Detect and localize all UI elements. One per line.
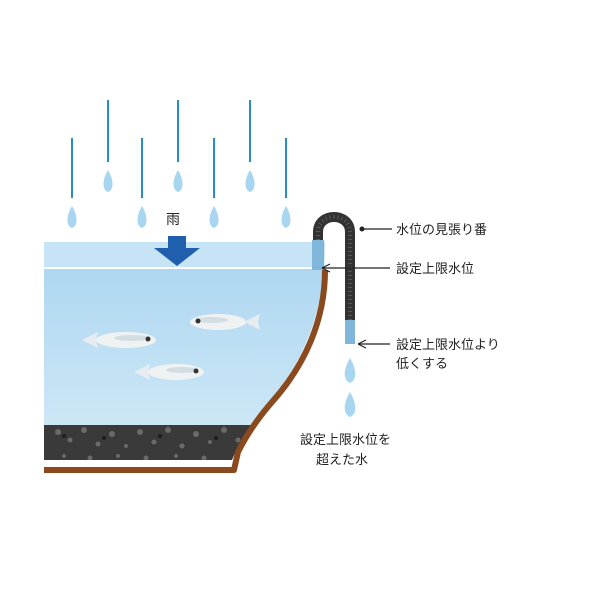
lower-label-line2: 低くする (396, 357, 448, 372)
down-arrow-icon (154, 236, 200, 266)
siphon-pipe (312, 212, 355, 344)
raindrop-icon (344, 392, 356, 417)
overflow-label-line1: 設定上限水位を (300, 432, 391, 448)
fish-icon (82, 332, 156, 348)
raindrop-icon (173, 100, 183, 192)
upper-limit-label: 設定上限水位 (396, 261, 474, 277)
lower-label-line1: 設定上限水位より (396, 337, 500, 353)
overflow-label-line2: 超えた水 (316, 453, 368, 468)
callout-siphon-guard: 水位の見張り番 (359, 223, 487, 238)
raindrop-icon (67, 138, 77, 228)
gravel-bed (44, 425, 304, 460)
bowl-wall (44, 269, 328, 473)
callout-upper-limit: 設定上限水位 (321, 261, 474, 277)
fish-icon (190, 314, 260, 330)
raindrop-icon (209, 138, 219, 228)
raindrop-icon (137, 138, 147, 228)
callout-lower: 設定上限水位より 低くする (357, 337, 500, 372)
raindrop-icon (245, 100, 255, 192)
raindrop-icon (344, 358, 356, 383)
siphon-guard-label: 水位の見張り番 (396, 223, 487, 238)
rain-label: 雨 (166, 212, 180, 228)
rain (67, 100, 291, 228)
fish-icon (134, 364, 204, 380)
raindrop-icon (281, 138, 291, 228)
raindrop-icon (103, 100, 113, 192)
water-body (44, 242, 325, 460)
